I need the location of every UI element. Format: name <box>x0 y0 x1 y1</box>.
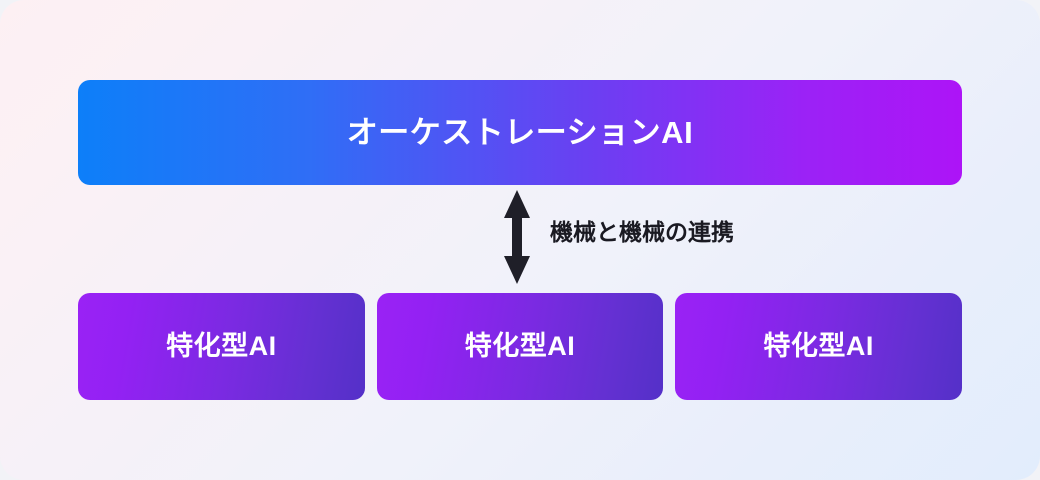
orchestrator-label: オーケストレーションAI <box>346 115 694 150</box>
orchestrator-node[interactable]: オーケストレーションAI <box>78 80 962 185</box>
connector-group: 機械と機械の連携 <box>0 185 1040 293</box>
specialist-row: 特化型AI 特化型AI 特化型AI <box>78 293 963 400</box>
specialist-label-2: 特化型AI <box>464 331 576 361</box>
double-headed-vertical-arrow-icon <box>504 190 530 284</box>
specialist-label-3: 特化型AI <box>763 331 874 361</box>
specialist-label-1: 特化型AI <box>166 331 277 361</box>
connector-caption: 機械と機械の連携 <box>550 219 734 245</box>
specialist-node-1[interactable]: 特化型AI <box>78 293 365 400</box>
specialist-node-2[interactable]: 特化型AI <box>376 293 664 400</box>
specialist-node-3[interactable]: 特化型AI <box>675 293 963 400</box>
